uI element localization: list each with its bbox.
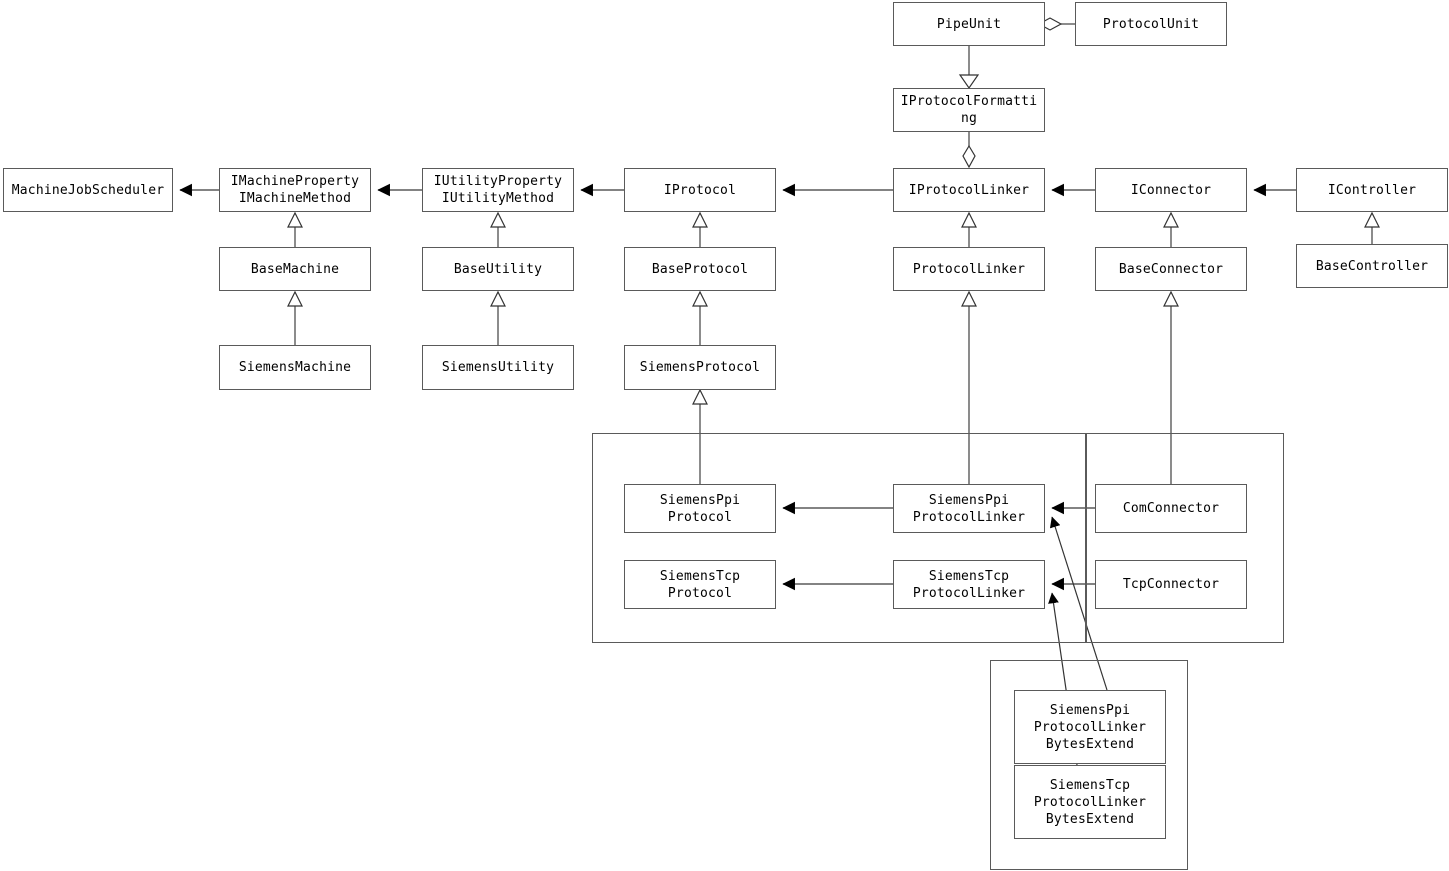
class-iprotocol-linker[interactable]: IProtocolLinker: [893, 168, 1045, 212]
package-connector: [1086, 433, 1284, 643]
class-siemens-ppi-protocol[interactable]: SiemensPpi Protocol: [624, 484, 776, 533]
class-icontroller[interactable]: IController: [1296, 168, 1448, 212]
class-siemens-tcp-protocol[interactable]: SiemensTcp Protocol: [624, 560, 776, 609]
class-siemens-utility[interactable]: SiemensUtility: [422, 345, 574, 390]
class-iprotocol-formatting[interactable]: IProtocolFormatti ng: [893, 88, 1045, 132]
class-com-connector[interactable]: ComConnector: [1095, 484, 1247, 533]
class-siemens-tcp-protocol-linker-bytes-extend[interactable]: SiemensTcp ProtocolLinker BytesExtend: [1014, 765, 1166, 839]
class-protocol-unit[interactable]: ProtocolUnit: [1075, 2, 1227, 46]
edge-iprotocolformatting-aggregation: [962, 132, 976, 169]
class-base-controller[interactable]: BaseController: [1296, 244, 1448, 288]
class-pipe-unit[interactable]: PipeUnit: [893, 2, 1045, 46]
class-base-connector[interactable]: BaseConnector: [1095, 247, 1247, 291]
edge-pipeunit-generalization: [958, 46, 980, 90]
class-iutility-property[interactable]: IUtilityProperty IUtilityMethod: [422, 168, 574, 212]
edge-base-generalizations: [287, 211, 1380, 247]
class-base-utility[interactable]: BaseUtility: [422, 247, 574, 291]
class-protocol-linker[interactable]: ProtocolLinker: [893, 247, 1045, 291]
package-bytes-extend: [990, 660, 1188, 870]
class-iconnector[interactable]: IConnector: [1095, 168, 1247, 212]
edge-siemens-generalizations: [287, 290, 708, 345]
class-iprotocol[interactable]: IProtocol: [624, 168, 776, 212]
class-tcp-connector[interactable]: TcpConnector: [1095, 560, 1247, 609]
class-base-protocol[interactable]: BaseProtocol: [624, 247, 776, 291]
package-protocol: [592, 433, 1086, 643]
class-machine-job-scheduler[interactable]: MachineJobScheduler: [3, 168, 173, 212]
class-siemens-machine[interactable]: SiemensMachine: [219, 345, 371, 390]
class-siemens-ppi-protocol-linker-bytes-extend[interactable]: SiemensPpi ProtocolLinker BytesExtend: [1014, 690, 1166, 764]
class-siemens-tcp-protocol-linker[interactable]: SiemensTcp ProtocolLinker: [893, 560, 1045, 609]
class-siemens-protocol[interactable]: SiemensProtocol: [624, 345, 776, 390]
class-base-machine[interactable]: BaseMachine: [219, 247, 371, 291]
class-imachine-property[interactable]: IMachineProperty IMachineMethod: [219, 168, 371, 212]
class-siemens-ppi-protocol-linker[interactable]: SiemensPpi ProtocolLinker: [893, 484, 1045, 533]
